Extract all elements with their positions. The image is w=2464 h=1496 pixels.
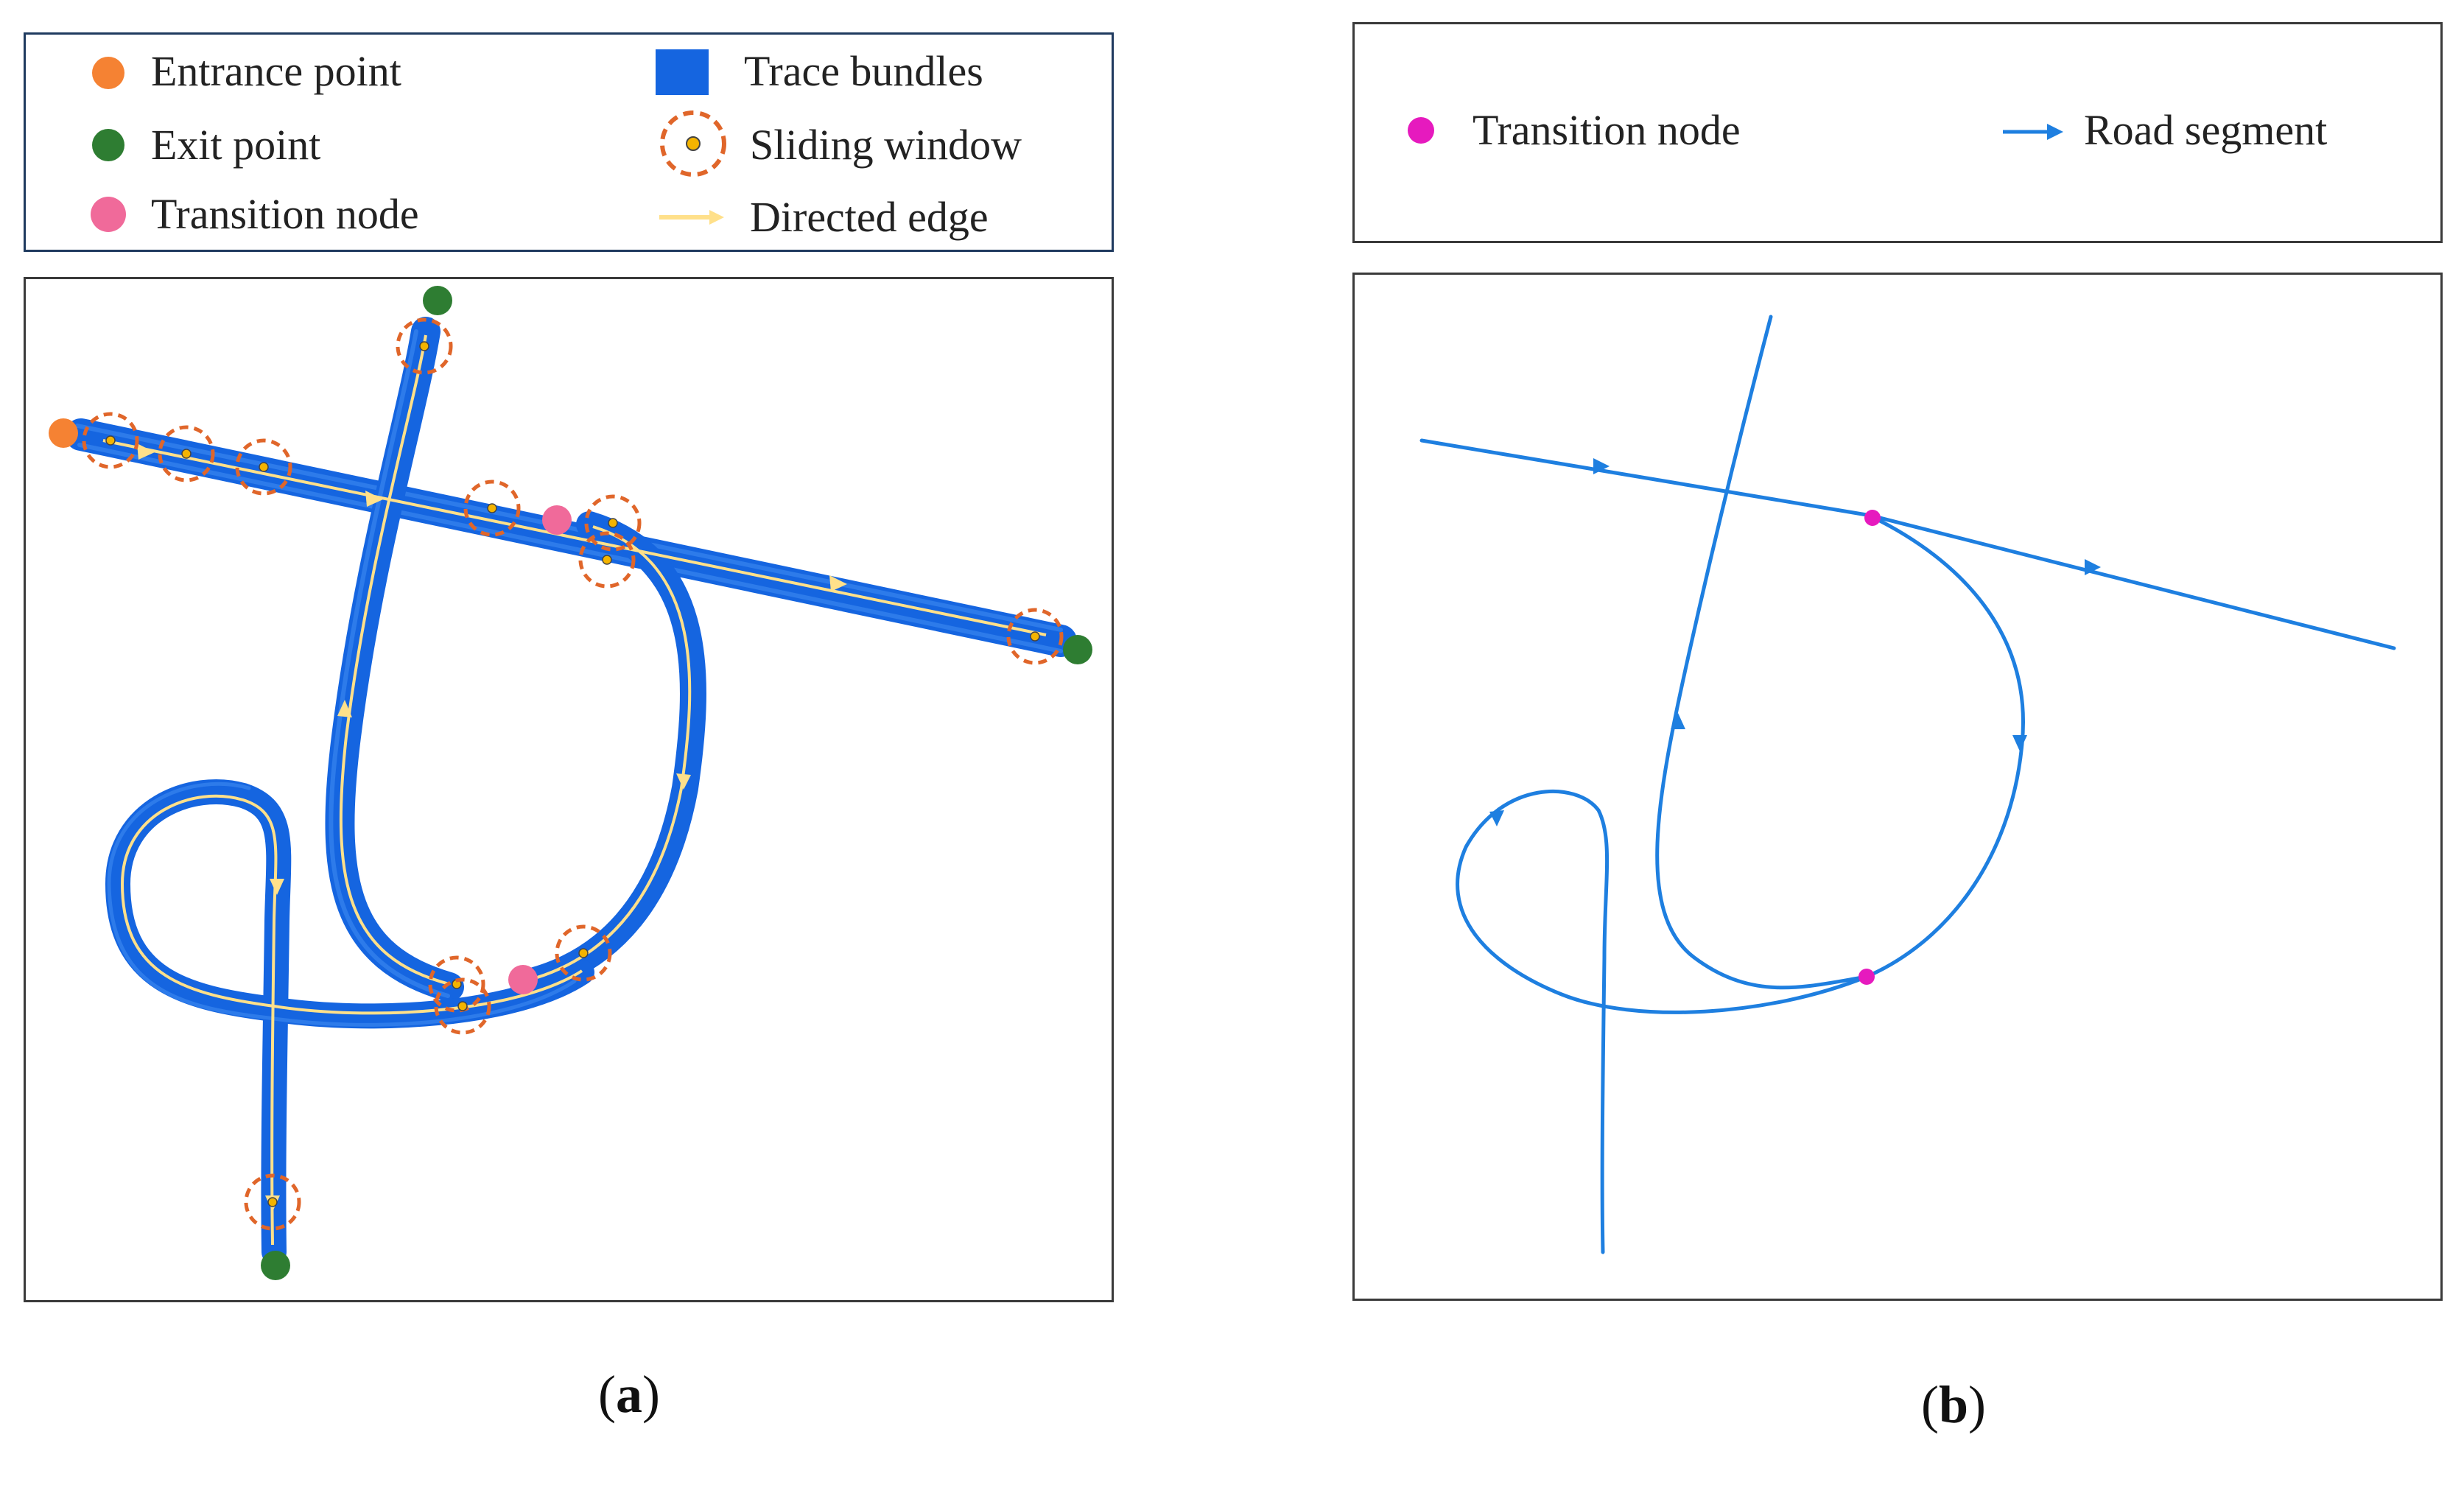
caption-b: (b): [1921, 1375, 1987, 1434]
legend-panel-a: Entrance point Exit point Transition nod…: [24, 32, 1114, 252]
road-segment-arrowhead-icon: [2047, 124, 2063, 140]
legend-b-symbols: [1408, 117, 2063, 144]
caption-a: (a): [598, 1365, 660, 1424]
legend-exit-label: Exit point: [151, 121, 321, 169]
legend-a-symbols: [91, 49, 726, 232]
sliding-window-icon: [660, 110, 726, 177]
legend-b-transition-label: Transition node: [1473, 106, 1741, 154]
directed-edge-arrowhead-icon: [709, 210, 724, 225]
legend-directed-edge-label: Directed edge: [750, 193, 989, 241]
legend-panel-b: Transition node Road segment: [1352, 22, 2443, 243]
panel-a-trace-bundles: [24, 277, 1114, 1302]
legend-transition-label: Transition node: [151, 190, 419, 238]
transition-node-icon: [91, 197, 126, 232]
panel-b-road-network: [1352, 273, 2443, 1301]
trace-bundle-icon: [656, 49, 709, 95]
legend-trace-bundles-label: Trace bundles: [744, 47, 983, 95]
exit-point-icon: [92, 129, 124, 161]
legend-b-road-segment-label: Road segment: [2084, 106, 2328, 154]
transition-node-icon: [1408, 117, 1434, 144]
legend-sliding-window-label: Sliding window: [750, 121, 1022, 169]
entrance-point-icon: [92, 57, 124, 89]
legend-entrance-label: Entrance point: [151, 47, 401, 95]
sliding-window-center-icon: [686, 136, 701, 151]
